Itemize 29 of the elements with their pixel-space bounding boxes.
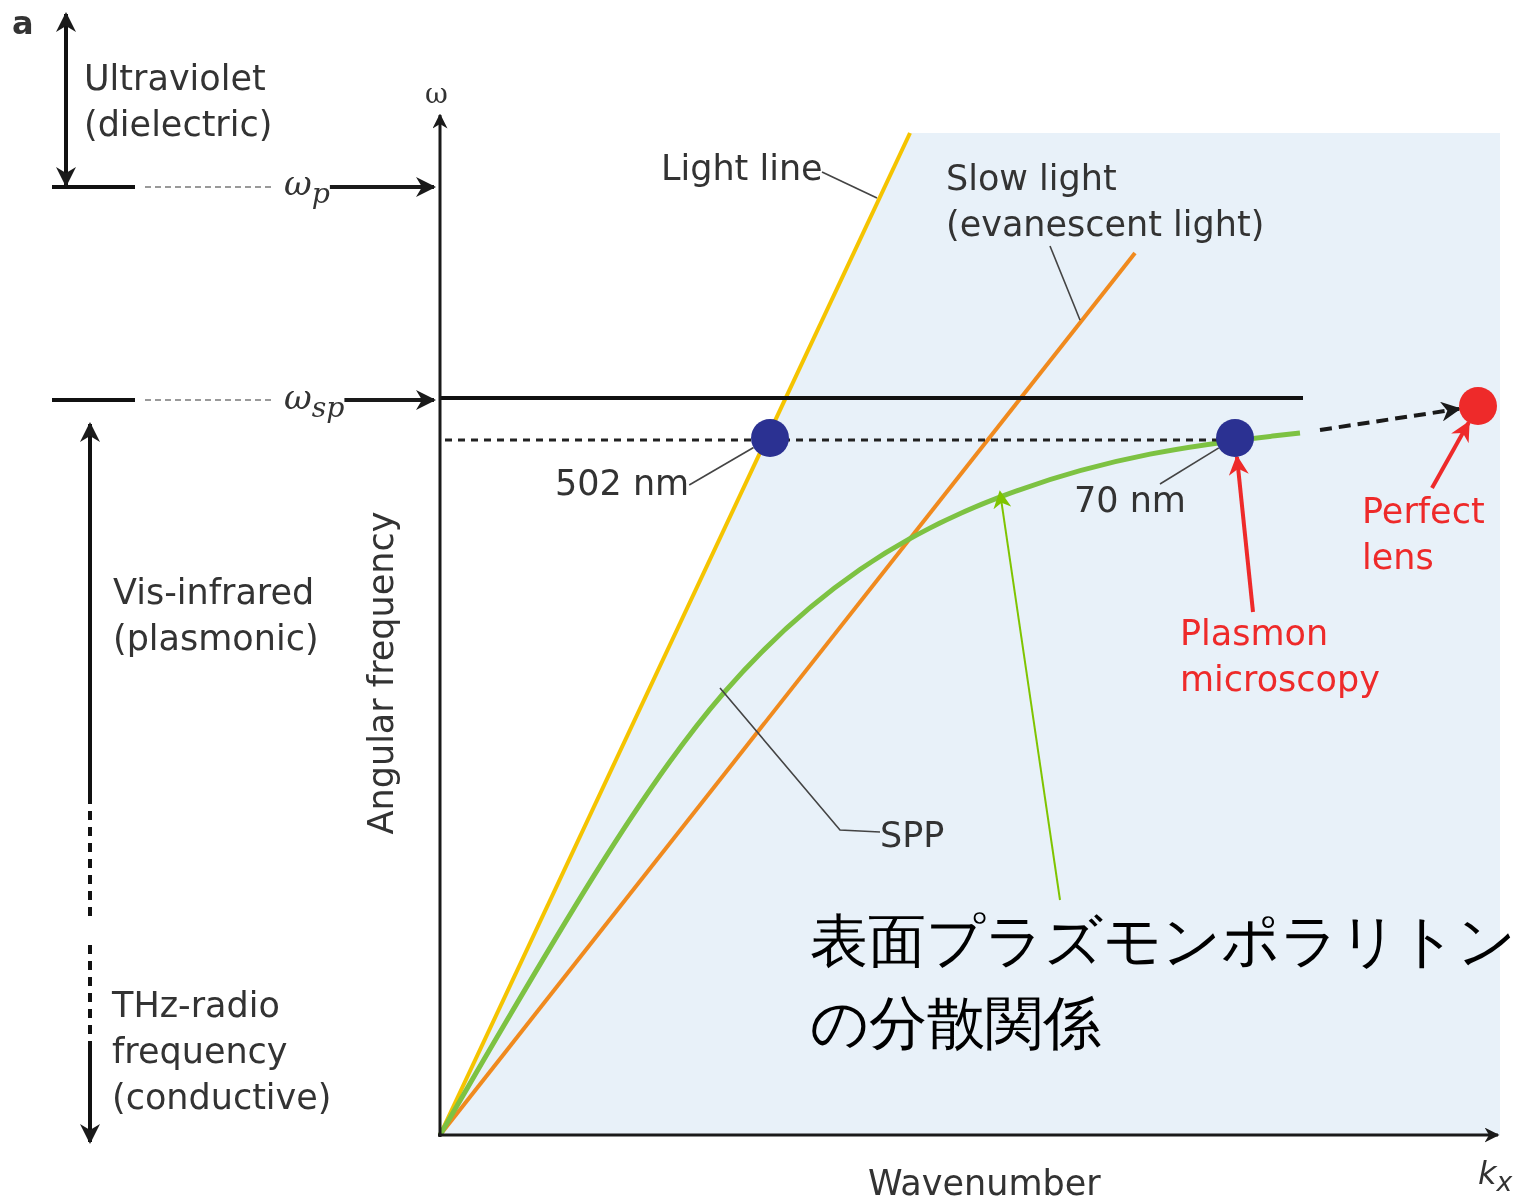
wavelength-label: 70 nm <box>1074 479 1186 522</box>
range-label: Ultraviolet (dielectric) <box>84 57 274 146</box>
data-point <box>751 419 789 457</box>
frequency-label: ω$_{sp}$ <box>284 376 345 426</box>
annotation-text: 表面プラズモンポラリトンの分散関係 <box>810 906 1516 1059</box>
leader-line <box>688 446 755 486</box>
application-label: Perfect lens <box>1362 490 1486 579</box>
range-label: THz-radio frequency (conductive) <box>112 984 333 1119</box>
arrow <box>1430 420 1471 489</box>
leader-line <box>821 171 878 199</box>
arrow <box>329 177 436 197</box>
range-label: Vis-infrared (plasmonic) <box>113 571 320 660</box>
application-label: Plasmon microscopy <box>1180 612 1381 701</box>
curve-label: Slow light (evanescent light) <box>946 157 1266 246</box>
arrow <box>1228 454 1255 613</box>
leader-line <box>719 687 881 833</box>
arrow <box>993 490 1061 901</box>
axis-title: Wavenumber <box>868 1162 1101 1203</box>
wavelength-label: 502 nm <box>555 462 690 505</box>
leader-line <box>1049 245 1081 321</box>
panel-label: a <box>12 3 34 44</box>
curve-label: Light line <box>661 147 823 190</box>
axis-title: Angular frequency <box>360 511 403 835</box>
curve-label: SPP <box>880 814 945 857</box>
frequency-label: ω$_{p}$ <box>284 162 330 212</box>
axis-label: ω <box>425 78 448 110</box>
axis-label: k$_{x}$ <box>1478 1153 1513 1200</box>
arrow <box>344 390 436 410</box>
leader-line <box>1159 447 1220 485</box>
